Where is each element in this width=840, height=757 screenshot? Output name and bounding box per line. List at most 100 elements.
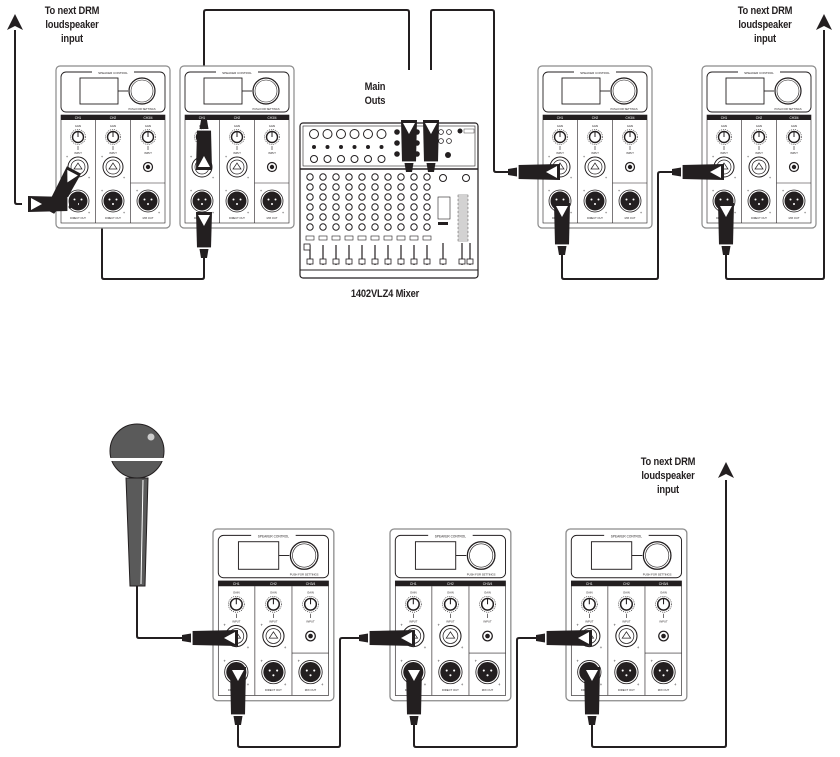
mixer-eq-knob: [319, 173, 327, 181]
mixer-rca: [438, 138, 444, 144]
channel-label-1: CH1: [586, 582, 593, 586]
polarity-mark: +: [223, 623, 226, 628]
lcd-display: [79, 77, 119, 105]
mixer-meter-segment: [457, 218, 469, 222]
polarity-mark: +: [583, 154, 586, 159]
xlr-plug-icon: [182, 630, 238, 646]
combo-trs: [621, 631, 632, 639]
polarity-mark: +: [614, 623, 617, 628]
channel-label-3: CH3/4: [625, 116, 634, 120]
arrow-left-icon: [546, 166, 557, 178]
settings-knob-ring: [645, 543, 670, 568]
mixer-meter-segment: [457, 206, 469, 210]
mixer-eq-knob: [423, 183, 431, 191]
gain-label: GAIN: [627, 124, 633, 128]
input-label: INPUT: [306, 619, 315, 623]
polarity-mark: +: [734, 175, 737, 180]
xlr-pin: [594, 203, 596, 205]
xlr-connector-icon: [300, 662, 321, 683]
mic-highlight: [140, 479, 144, 585]
mixer-line-input: [337, 155, 345, 163]
audio-cable: [413, 637, 540, 748]
mixer-rca: [446, 129, 452, 135]
xlr-pin: [271, 203, 273, 205]
polarity-mark: +: [769, 210, 772, 215]
mixer-eq-knob: [358, 193, 366, 201]
mixer-eq-knob: [397, 193, 405, 201]
gain-knob-icon: [656, 597, 671, 611]
polarity-mark: +: [712, 154, 715, 159]
combo-inner: [265, 628, 282, 644]
channel-label-2: CH2: [756, 116, 763, 120]
xlr-connector-icon: [616, 662, 637, 683]
polarity-mark: +: [475, 659, 478, 664]
title-gap: [216, 69, 258, 75]
xlr-pin: [305, 669, 308, 672]
title-gap: [428, 532, 473, 539]
mixer-logo: [457, 128, 463, 134]
mixer-input-section: [302, 125, 476, 167]
direct-out-label: DIRECT OUT: [105, 216, 121, 220]
trs-hole: [145, 164, 151, 170]
polarity-mark: +: [782, 188, 785, 193]
arrow-left-icon: [710, 166, 721, 178]
gain-label: GAIN: [447, 591, 454, 595]
xlr-pin: [486, 674, 489, 677]
push-for-settings-label: PUSH FOR SETTINGS: [252, 107, 279, 111]
plug-strain-relief: [404, 163, 414, 172]
audio-cable: [14, 30, 22, 205]
mixer-eq-knob: [371, 223, 379, 231]
push-for-settings-label: PUSH FOR SETTINGS: [643, 573, 672, 577]
mixer-meter-segment: [457, 198, 469, 202]
mixer-meter-segment: [457, 226, 469, 230]
mixer-1402vlz4: [299, 122, 479, 279]
arrow-left-icon: [720, 206, 732, 217]
gain-label: GAIN: [791, 124, 797, 128]
xlr-plug-icon: [508, 164, 560, 180]
xlr-pin: [108, 198, 111, 201]
xlr-connector-icon: [749, 191, 769, 211]
channel-label-1: CH1: [75, 116, 82, 120]
channel-label-1: CH1: [721, 116, 728, 120]
polarity-mark: +: [400, 623, 403, 628]
channel-label-2: CH2: [110, 116, 117, 120]
polarity-mark: +: [674, 682, 677, 687]
xlr-pin: [449, 674, 452, 677]
xlr-pin: [789, 198, 792, 201]
mixer-eq-knob: [306, 223, 314, 231]
polarity-mark: +: [247, 682, 250, 687]
audio-cable: [430, 9, 508, 173]
mixer-eq-knob: [358, 183, 366, 191]
polarity-mark: +: [400, 659, 403, 664]
mixer-eq-knob: [371, 213, 379, 221]
main-outs-label: Main Outs: [364, 81, 386, 107]
gain-label: GAIN: [145, 124, 151, 128]
gain-label: GAIN: [234, 124, 240, 128]
polarity-mark: +: [712, 188, 715, 193]
polarity-mark: +: [225, 154, 228, 159]
xlr-plug-icon: [423, 120, 439, 172]
channel-label-3: CH3/4: [267, 116, 276, 120]
xlr-pin: [555, 198, 558, 201]
mixer-eq-knob: [319, 223, 327, 231]
xlr-plug-icon: [401, 120, 417, 172]
mixer-xlr-input: [336, 129, 346, 139]
plug-strain-relief: [199, 120, 209, 129]
channel-header-bar: [61, 115, 165, 120]
input-label: INPUT: [483, 619, 492, 623]
plug-strain-relief: [508, 167, 517, 177]
combo-inner: [442, 628, 459, 644]
input-label: INPUT: [74, 151, 82, 155]
mixer-xlr-input: [349, 129, 360, 139]
polarity-mark: +: [298, 659, 301, 664]
gain-scale: [655, 595, 672, 613]
polarity-mark: +: [261, 623, 264, 628]
mixer-button: [318, 235, 328, 241]
gain-knob-icon: [406, 597, 420, 611]
plug-body: [230, 667, 246, 715]
mixer-eq-knob: [345, 173, 353, 181]
